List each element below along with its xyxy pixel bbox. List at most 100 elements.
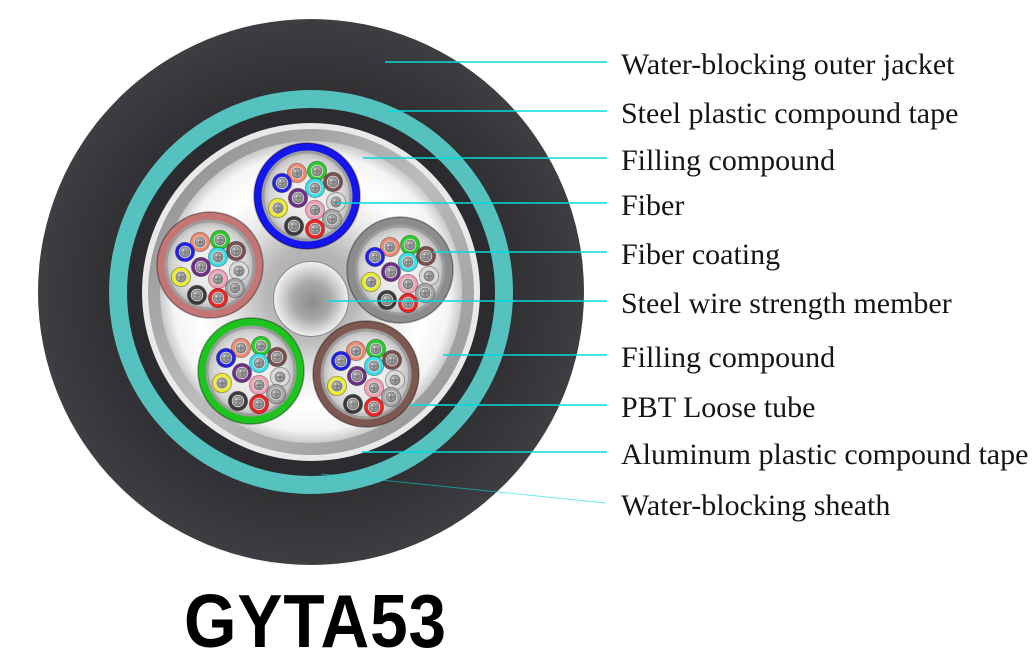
fiber-core-mark [312,185,318,191]
fiber-violet [190,256,212,278]
fiber-brown [322,171,344,193]
fiber-core-mark [312,226,318,232]
loose-tube-blue [253,142,361,250]
fiber-core-mark [354,373,360,379]
loose-tube-gray [346,216,454,324]
fiber-core-mark [273,391,279,397]
fiber-rose [304,199,326,221]
fiber-core-mark [338,358,344,364]
fiber-core-mark [405,281,411,287]
fiber-core-mark [350,401,356,407]
fiber-orange [230,337,252,359]
fiber-core-mark [182,249,188,255]
fiber-core-mark [388,269,394,275]
fiber-core-mark [422,290,428,296]
fiber-orange [379,236,401,258]
fiber-slate [265,383,287,405]
fiber-red [248,393,270,415]
leader-line-water-blocking-sheath [320,473,607,504]
fiber-white [325,191,347,213]
fiber-core-mark [329,216,335,222]
fiber-slate [224,277,246,299]
fiber-core-mark [178,274,184,280]
fiber-core-mark [239,370,245,376]
fiber-core-mark [294,170,300,176]
fiber-rose [363,377,385,399]
fiber-core-mark [387,244,393,250]
fiber-core-mark [388,394,394,400]
fiber-core-mark [256,382,262,388]
figure-title: GYTA53 [184,579,447,663]
fiber-white [269,366,291,388]
fiber-core-mark [219,380,225,386]
fiber-yellow [326,375,348,397]
fiber-core-mark [238,345,244,351]
fiber-aqua [207,246,229,268]
fiber-aqua [248,352,270,374]
fiber-black [227,390,249,412]
fiber-aqua [304,177,326,199]
fiber-rose [248,374,270,396]
fiber-green [399,234,421,256]
fiber-core-mark [312,207,318,213]
fiber-core-mark [295,195,301,201]
fiber-yellow [360,271,382,293]
fiber-brown [415,245,437,267]
fiber-core-mark [197,239,203,245]
fiber-core-mark [215,254,221,260]
fiber-core-mark [275,205,281,211]
label-aluminum-plastic-compound-tape: Aluminum plastic compound tape [621,438,1029,471]
label-water-blocking-sheath: Water-blocking sheath [621,489,891,522]
fiber-core-mark [353,348,359,354]
fiber-white [418,265,440,287]
steel-wire-strength-member [273,261,349,337]
fiber-core-mark [215,295,221,301]
fiber-violet [346,365,368,387]
fiber-core-mark [235,398,241,404]
fiber-black [283,215,305,237]
fiber-violet [380,261,402,283]
fiber-orange [286,162,308,184]
fiber-core-mark [333,199,339,205]
fiber-blue [174,241,196,263]
fiber-brown [381,349,403,371]
label-filling-compound-outer: Filling compound [621,144,836,177]
fiber-core-mark [223,355,229,361]
fiber-yellow [211,372,233,394]
fiber-core-mark [233,248,239,254]
fiber-slate [414,282,436,304]
fiber-core-mark [277,374,283,380]
fiber-core-mark [274,354,280,360]
fiber-core-mark [198,264,204,270]
fiber-blue [364,246,386,268]
fiber-brown [225,240,247,262]
label-fiber-coating: Fiber coating [621,238,781,271]
fiber-violet [231,362,253,384]
loose-tube-rose [156,211,264,319]
fiber-core-mark [236,268,242,274]
fiber-core-mark [371,363,377,369]
fiber-core-mark [217,237,223,243]
fiber-yellow [170,266,192,288]
loose-tube-brown [312,320,420,428]
fiber-violet [287,187,309,209]
fiber-core-mark [372,254,378,260]
fiber-core-mark [232,285,238,291]
fiber-core-mark [426,273,432,279]
fiber-red [304,218,326,240]
label-filling-compound-inner: Filling compound [621,341,836,374]
fiber-green [365,338,387,360]
fiber-core-mark [334,383,340,389]
fiber-core-mark [384,297,390,303]
fiber-black [342,393,364,415]
fiber-red [207,287,229,309]
fiber-white [384,369,406,391]
fiber-green [306,160,328,182]
fiber-core-mark [215,276,221,282]
fiber-core-mark [291,223,297,229]
fiber-blue [215,347,237,369]
fiber-core-mark [256,360,262,366]
label-water-blocking-outer-jacket: Water-blocking outer jacket [621,48,955,81]
fiber-orange [189,231,211,253]
